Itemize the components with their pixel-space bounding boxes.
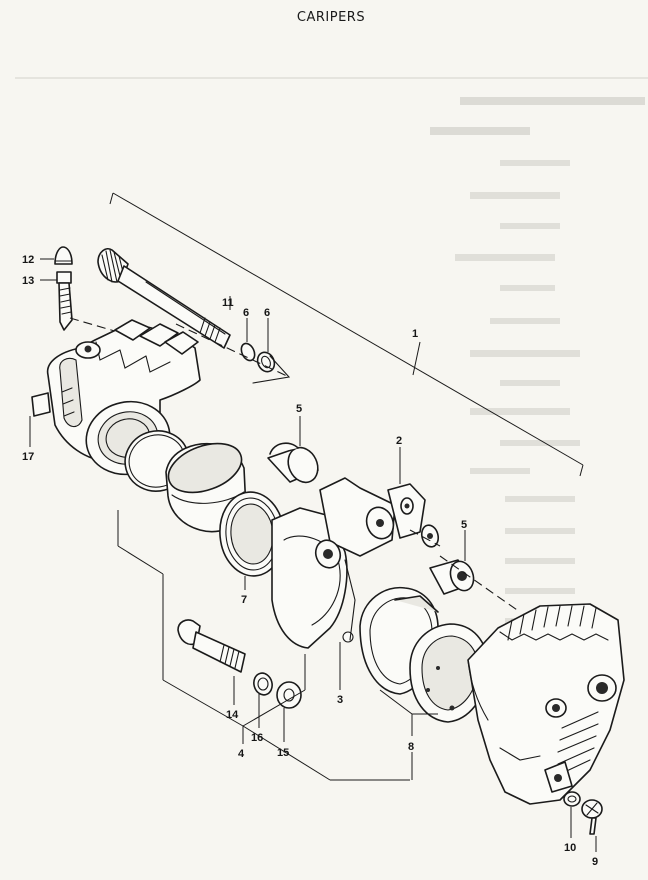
caliper-body-right xyxy=(467,603,625,805)
spring-washer-10 xyxy=(563,791,581,838)
assembly-bracket-1 xyxy=(109,192,584,477)
part-label: 14 xyxy=(226,709,239,721)
caliper-holder-2 xyxy=(271,447,441,649)
part-labels: 1 2 3 4 5 5 6 6 7 8 9 10 11 12 13 14 15 … xyxy=(22,254,598,868)
brake-pad-outer xyxy=(409,623,489,723)
slide-pin-11 xyxy=(97,247,231,349)
part-label: 4 xyxy=(238,748,245,760)
part-label: 9 xyxy=(592,856,598,868)
part-label: 3 xyxy=(337,694,343,706)
spring-washer-16 xyxy=(253,672,273,728)
bleed-through-rows xyxy=(430,97,645,624)
bushing-5b xyxy=(429,530,521,613)
o-ring-6a xyxy=(240,318,256,362)
part-label: 5 xyxy=(296,403,302,415)
part-label: 16 xyxy=(251,732,263,744)
pin-axis-line xyxy=(175,323,290,378)
group-bracket-8 xyxy=(379,689,438,780)
part-label: 1 xyxy=(412,328,418,340)
part-label: 5 xyxy=(461,519,467,531)
part-label: 13 xyxy=(22,275,34,287)
bushing-5a xyxy=(267,416,319,484)
part-label: 11 xyxy=(222,297,234,309)
page-title: CARIPERS xyxy=(296,10,366,25)
part-label: 6 xyxy=(264,307,270,319)
part-label: 6 xyxy=(243,307,249,319)
bolt-14 xyxy=(177,619,246,705)
part-label: 15 xyxy=(277,747,289,759)
part-label: 7 xyxy=(241,594,247,606)
bleeder-cap-12 xyxy=(40,246,73,265)
part-label: 12 xyxy=(22,254,34,266)
part-label: 10 xyxy=(564,842,576,854)
part-label: 2 xyxy=(396,435,402,447)
screw-9 xyxy=(581,799,603,852)
group-bracket-4 xyxy=(117,510,410,781)
bleeder-screw-13 xyxy=(40,271,119,333)
part-label: 8 xyxy=(408,741,414,753)
washer-15 xyxy=(276,681,302,742)
part-label: 17 xyxy=(22,451,34,463)
pin-axis-arrow xyxy=(252,355,291,384)
